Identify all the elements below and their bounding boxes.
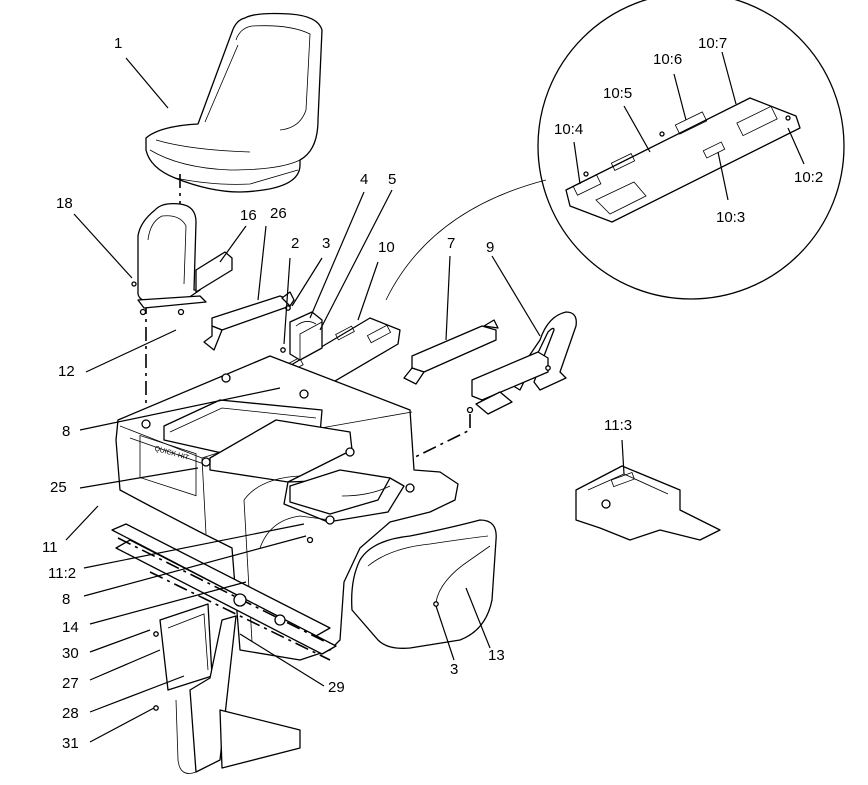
seat-frame — [131, 202, 233, 316]
callout-2: 2 — [291, 235, 300, 252]
callout-31: 31 — [62, 735, 79, 752]
body-fender-pan: QUICK HIT — [115, 355, 459, 661]
fender-13 — [351, 519, 497, 649]
leader-lines — [65, 51, 805, 743]
callout-16: 16 — [240, 207, 257, 224]
callout-1: 1 — [114, 35, 123, 52]
callout-28: 28 — [62, 705, 79, 722]
callout-8: 8 — [62, 591, 71, 608]
callout-10-4: 10:4 — [554, 121, 584, 138]
callout-11-3: 11:3 — [604, 417, 633, 434]
callout-13: 13 — [488, 647, 505, 664]
callout-10: 10 — [378, 239, 395, 256]
callout-10-5: 10:5 — [603, 85, 633, 102]
callout-10-2: 10:2 — [794, 169, 824, 186]
callout-11: 11 — [42, 539, 58, 556]
callout-30: 30 — [62, 645, 79, 662]
callout-4: 4 — [360, 171, 369, 188]
callout-11-2: 11:2 — [48, 565, 77, 582]
callout-10-7: 10:7 — [698, 35, 728, 52]
callout-10-6: 10:6 — [653, 51, 683, 68]
callout-25: 25 — [50, 479, 67, 496]
bracket-26 — [203, 291, 295, 351]
callout-12: 12 — [58, 363, 75, 380]
callout-3: 3 — [322, 235, 331, 252]
callout-8: 8 — [62, 423, 71, 440]
callout-9: 9 — [486, 239, 495, 256]
seat — [145, 12, 323, 193]
callout-26: 26 — [270, 205, 287, 222]
callout-10-3: 10:3 — [716, 209, 746, 226]
callout-27: 27 — [62, 675, 79, 692]
side-mount — [153, 603, 301, 774]
callout-5: 5 — [388, 171, 397, 188]
callout-7: 7 — [447, 235, 456, 252]
callout-3: 3 — [450, 661, 459, 678]
detail-11-3 — [575, 465, 721, 541]
detail-circle — [385, 0, 845, 301]
callout-14: 14 — [62, 619, 79, 636]
callout-18: 18 — [56, 195, 73, 212]
handle-9 — [466, 311, 577, 415]
callout-29: 29 — [328, 679, 345, 696]
bracket-7 — [403, 319, 499, 385]
